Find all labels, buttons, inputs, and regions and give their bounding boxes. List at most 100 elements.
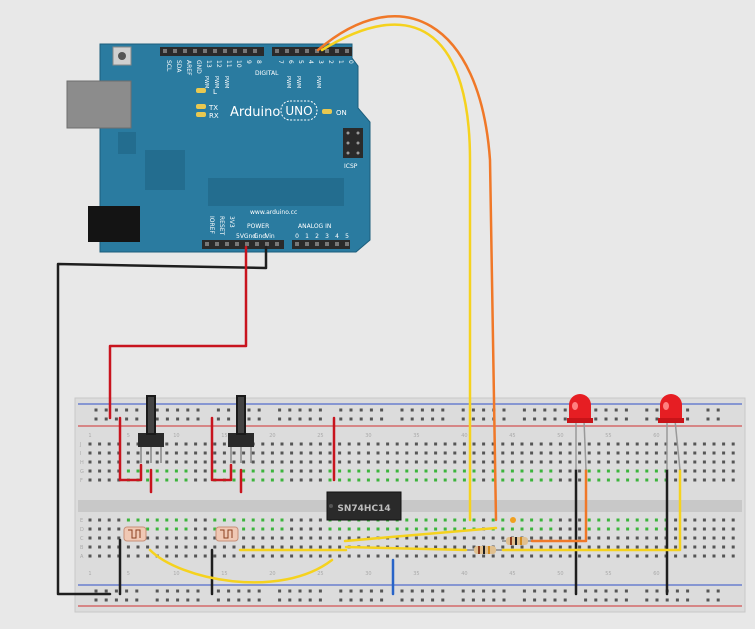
power-rail-hole [318, 589, 322, 593]
power-rail-hole [196, 417, 200, 421]
led1-signal-wire[interactable] [530, 468, 588, 543]
power-rail-hole [227, 417, 231, 421]
resistor-2[interactable] [502, 537, 532, 545]
breadboard-hole [654, 518, 658, 522]
led-body [660, 394, 682, 420]
header-pin [215, 242, 219, 246]
led-rim [658, 418, 684, 423]
arduino-pin2-wire[interactable] [316, 15, 498, 522]
breadboard-hole [328, 451, 332, 455]
header-pin [235, 242, 239, 246]
led-on [322, 109, 332, 114]
breadboard-hole [578, 545, 582, 549]
breadboard-hole [184, 536, 188, 540]
header-pin [255, 242, 259, 246]
breadboard-hole [299, 545, 303, 549]
led2-signal-wire[interactable] [501, 468, 682, 552]
breadboard-hole [434, 527, 438, 531]
breadboard-hole [520, 442, 524, 446]
breadboard-hole [232, 518, 236, 522]
led-1[interactable] [567, 394, 593, 471]
pot2-power-jumper[interactable] [210, 416, 233, 482]
breadboard-hole [213, 469, 217, 473]
ic-chip[interactable]: SN74HC14 [326, 491, 402, 521]
breadboard-hole [299, 460, 303, 464]
pot1-power-jumper[interactable] [118, 416, 143, 482]
arduino-brand: Arduino [230, 105, 280, 120]
ldr-signal-wire[interactable] [148, 548, 334, 584]
breadboard-hole [88, 545, 92, 549]
breadboard-hole [520, 554, 524, 558]
breadboard-hole [712, 545, 716, 549]
breadboard-hole [693, 527, 697, 531]
header-pin [213, 49, 217, 53]
power-rail-hole [165, 589, 169, 593]
breadboard-hole [242, 451, 246, 455]
photoresistor-1[interactable] [123, 526, 147, 542]
icsp-label: ICSP [344, 163, 358, 170]
power-wire[interactable] [108, 245, 248, 420]
breadboard-hole [443, 442, 447, 446]
led-highlight [663, 402, 669, 410]
led-2[interactable] [658, 394, 684, 471]
photoresistor-body [123, 526, 147, 542]
arduino-pin3-wire[interactable] [320, 23, 472, 522]
breadboard-hole [578, 460, 582, 464]
pin-label: 11 [225, 60, 232, 68]
column-number: 5 [127, 571, 130, 577]
breadboard-hole [693, 442, 697, 446]
power-rail-hole [420, 589, 424, 593]
breadboard-hole [434, 518, 438, 522]
breadboard-hole [587, 545, 591, 549]
header-pin [325, 49, 329, 53]
potentiometer-2[interactable] [228, 395, 254, 463]
breadboard-hole [299, 518, 303, 522]
chip-output-wire[interactable] [343, 526, 498, 543]
breadboard-hole [645, 536, 649, 540]
website-label: www.arduino.cc [250, 209, 297, 216]
photoresistor-2[interactable] [215, 526, 239, 542]
breadboard-hole [270, 451, 274, 455]
breadboard-hole [146, 545, 150, 549]
breadboard-hole [290, 527, 294, 531]
breadboard-hole [482, 554, 486, 558]
breadboard-hole [472, 469, 476, 473]
breadboard-hole [683, 545, 687, 549]
breadboard-hole [251, 469, 255, 473]
pwm-label: PWM [295, 76, 301, 88]
power-rail-hole [216, 417, 220, 421]
power-rail-hole [125, 408, 129, 412]
ground-wire[interactable] [56, 245, 268, 596]
breadboard-hole [290, 451, 294, 455]
breadboard-hole [280, 478, 284, 482]
bottom-pin-holes [205, 242, 349, 246]
chip-to-resistor-wire[interactable] [344, 545, 468, 552]
breadboard-hole [405, 442, 409, 446]
breadboard-hole [98, 554, 102, 558]
breadboard-hole [501, 460, 505, 464]
power-rail-hole [563, 598, 567, 602]
breadboard-hole [357, 527, 361, 531]
breadboard-hole [146, 451, 150, 455]
breadboard-hole [270, 442, 274, 446]
row-letter: B [80, 545, 84, 551]
board-component [118, 132, 136, 154]
power-rail-hole [196, 589, 200, 593]
breadboard-hole [654, 545, 658, 549]
breadboard-hole [309, 518, 313, 522]
power-rail-hole [380, 417, 384, 421]
breadboard-hole [472, 536, 476, 540]
resistor-1[interactable] [466, 546, 503, 554]
power-rail-hole [686, 417, 690, 421]
column-number: 55 [605, 571, 611, 577]
power-rail-hole [461, 417, 465, 421]
breadboard-hole [366, 527, 370, 531]
microcontroller-chip [208, 178, 344, 206]
breadboard-hole [386, 469, 390, 473]
breadboard-hole [462, 451, 466, 455]
breadboard-hole [597, 460, 601, 464]
power-rail-hole [471, 589, 475, 593]
breadboard-hole [232, 469, 236, 473]
potentiometer-1[interactable] [138, 395, 164, 463]
